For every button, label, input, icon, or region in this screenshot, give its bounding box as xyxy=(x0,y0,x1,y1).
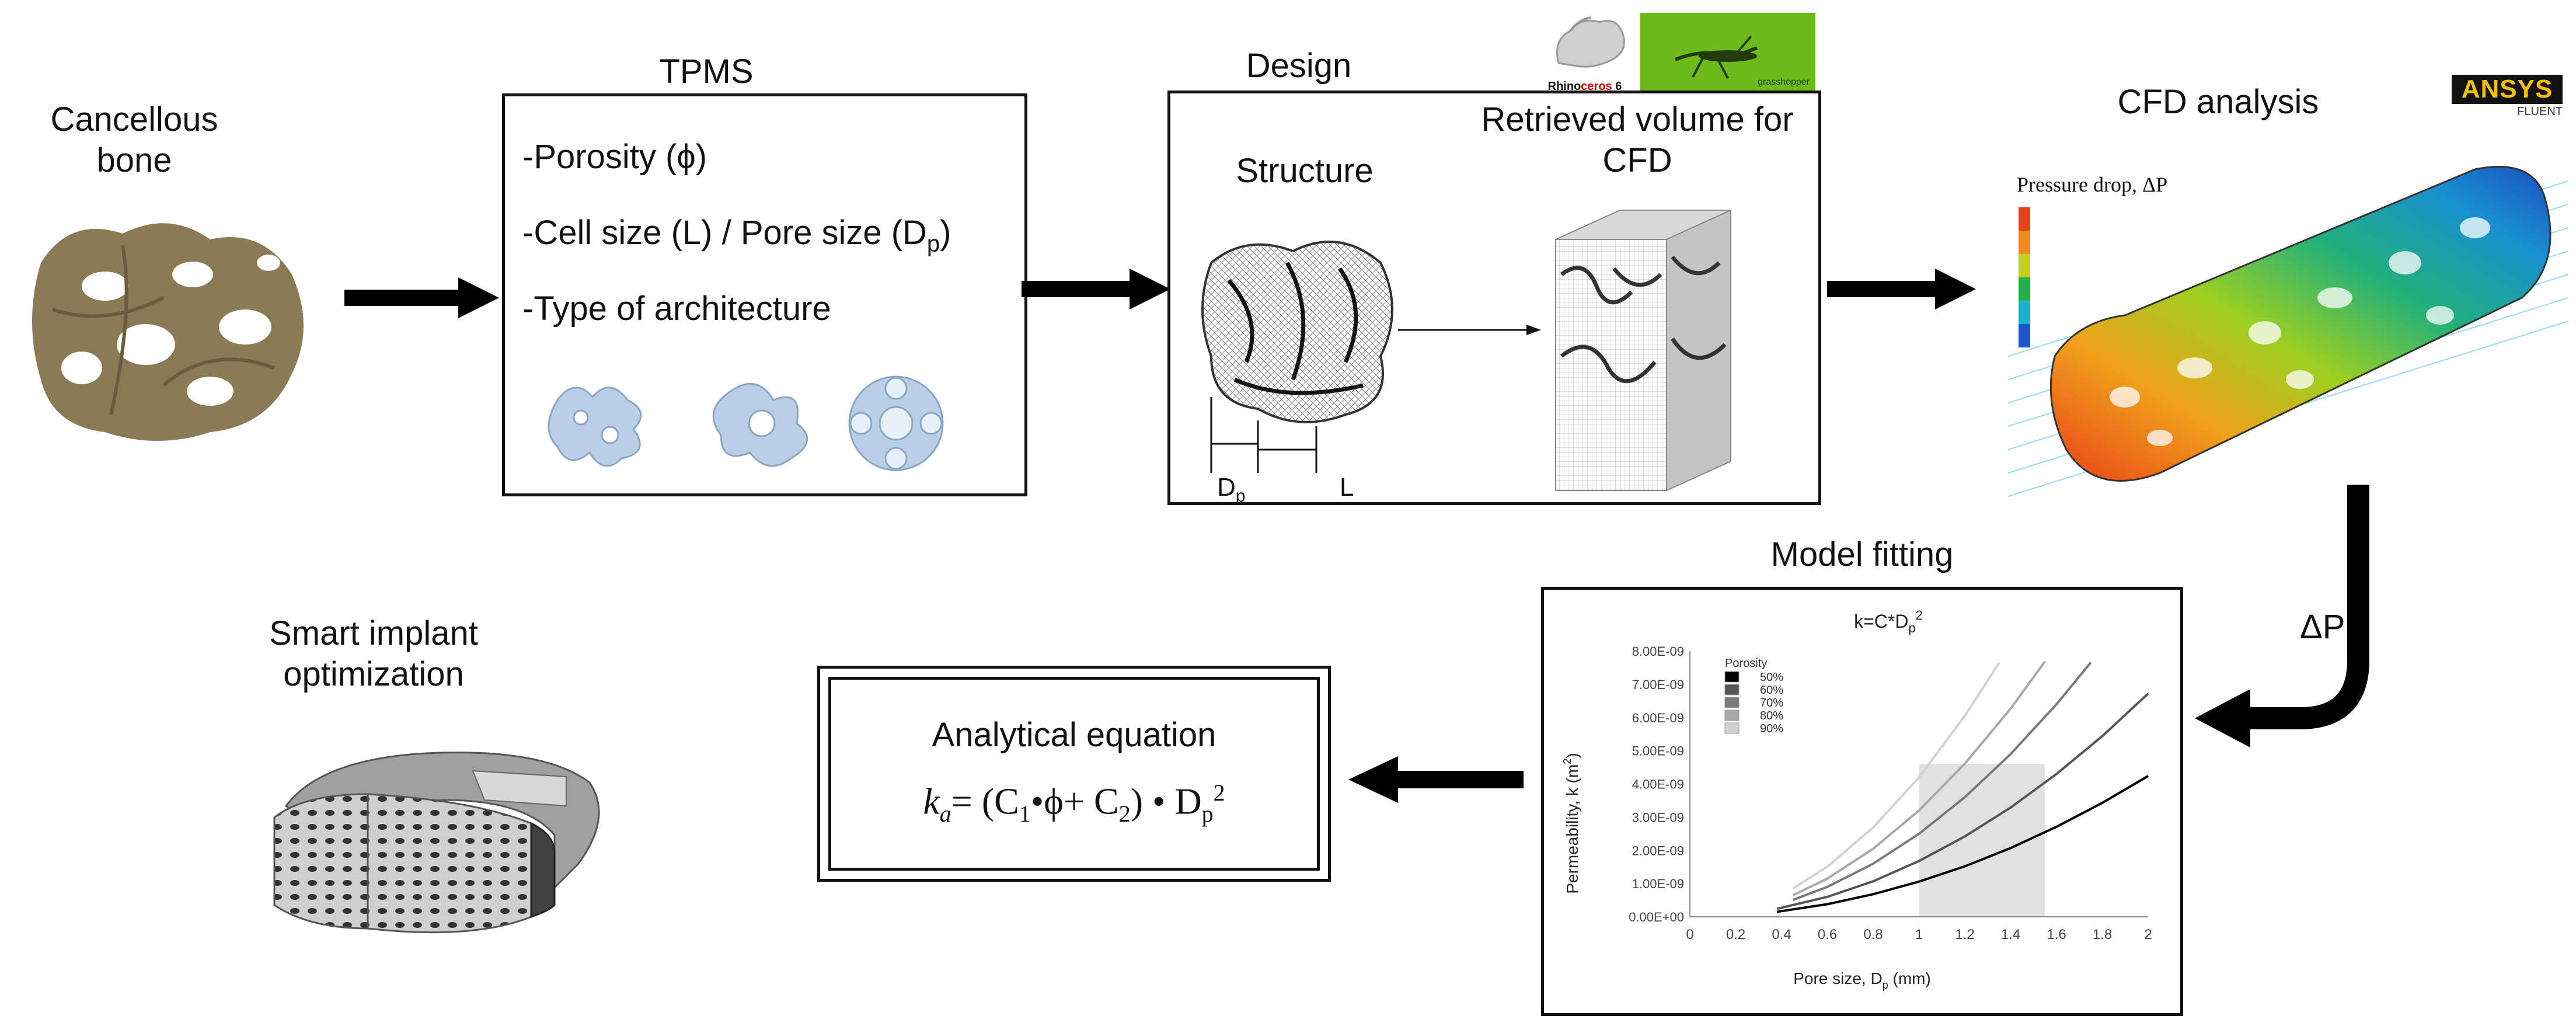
structure-mesh-image xyxy=(1201,241,1393,473)
design-title: Design xyxy=(1246,47,1352,85)
legend-title: Porosity xyxy=(1725,657,1767,670)
legend-swatch xyxy=(1724,684,1740,695)
tpms-cell-size: -Cell size (L) / Pore size (Dp) xyxy=(522,214,951,257)
cfd-flow-image xyxy=(2008,166,2568,497)
x-tick-label: 2 xyxy=(2144,927,2152,942)
model-fitting-box: k=C*Dp2 Permeability, k (m2) Pore size, … xyxy=(1541,587,2183,1016)
arrow-bone-to-tpms xyxy=(344,277,499,318)
y-tick-label: 2.00E-09 xyxy=(1632,843,1684,858)
x-tick-label: 0 xyxy=(1686,927,1693,942)
x-tick-label: 0.8 xyxy=(1863,927,1883,942)
design-retrieved-label: Retrieved volume for CFD xyxy=(1481,100,1794,179)
arrow-cfd-to-model xyxy=(2195,485,2369,747)
arrow-model-to-analytical xyxy=(1348,756,1524,803)
series-line-50pct xyxy=(1776,775,2149,913)
x-tick-label: 0.6 xyxy=(1818,927,1837,942)
grasshopper-icon xyxy=(1674,35,1758,79)
rhino-icon xyxy=(1556,16,1625,68)
x-tick-label: 1.8 xyxy=(2093,927,2112,942)
x-tick-label: 0.2 xyxy=(1726,927,1745,942)
legend-swatch xyxy=(1724,697,1740,708)
series-line-80pct xyxy=(1792,660,2046,896)
cancellous-bone-image xyxy=(32,223,304,441)
chart-title: k=C*Dp2 xyxy=(1854,608,1923,635)
y-tick-label: 4.00E-09 xyxy=(1632,777,1684,792)
legend-swatch xyxy=(1724,709,1740,721)
analytical-formula: ka= (C1•ϕ+ C2) • Dp2 xyxy=(923,780,1225,827)
x-tick-label: 0.4 xyxy=(1772,927,1791,942)
tpms-porosity: -Porosity (ϕ) xyxy=(522,138,707,176)
tpms-structures-image xyxy=(548,375,944,471)
pressure-colorbar xyxy=(2019,207,2030,347)
delta-p-label: ΔP xyxy=(2300,608,2345,646)
design-inner-arrow xyxy=(1398,325,1541,335)
x-tick-label: 1 xyxy=(1915,927,1923,942)
analytical-title: Analytical equation xyxy=(932,716,1216,754)
x-tick-label: 1.6 xyxy=(2047,927,2066,942)
ansys-logo: ANSYS FLUENT xyxy=(2452,75,2563,139)
svg-text:Permeability, k (m2): Permeability, k (m2) xyxy=(1561,753,1581,893)
analytical-equation-box: Analytical equation ka= (C1•ϕ+ C2) • Dp2 xyxy=(817,666,1331,882)
y-tick-label: 0.00E+00 xyxy=(1629,910,1684,924)
legend-label: 80% xyxy=(1760,709,1783,722)
dp-label: Dp xyxy=(1217,473,1246,506)
arrow-design-to-cfd xyxy=(1827,269,1976,309)
tpms-title: TPMS xyxy=(659,53,754,91)
arrow-tpms-to-design xyxy=(1022,269,1170,309)
y-tick-label: 1.00E-09 xyxy=(1632,877,1684,891)
y-tick-label: 7.00E-09 xyxy=(1632,677,1684,692)
legend-label: 90% xyxy=(1760,722,1783,735)
svg-text:k=C*Dp2: k=C*Dp2 xyxy=(1854,608,1923,635)
implant-image xyxy=(273,752,600,934)
legend-label: 50% xyxy=(1760,671,1783,684)
cfd-title: CFD analysis xyxy=(2117,83,2319,121)
x-tick-label: 1.2 xyxy=(1955,927,1974,942)
rhino-logo: Rhinoceros 6 xyxy=(1535,11,1634,98)
tpms-box: -Porosity (ϕ) -Cell size (L) / Pore size… xyxy=(502,93,1027,496)
series-line-90pct xyxy=(1792,662,2000,890)
design-box: Structure Retrieved volume for CFD Dp L xyxy=(1167,91,1821,506)
y-tick-label: 5.00E-09 xyxy=(1632,744,1684,759)
pressure-drop-label: Pressure drop, ΔP xyxy=(2017,173,2168,196)
legend-swatch xyxy=(1724,722,1740,734)
legend-swatch xyxy=(1724,671,1740,683)
legend-label: 60% xyxy=(1760,684,1783,697)
y-axis-label: Permeability, k (m2) xyxy=(1561,753,1581,893)
series-line-70pct xyxy=(1792,662,2092,901)
legend-label: 70% xyxy=(1760,697,1783,709)
y-tick-label: 3.00E-09 xyxy=(1632,810,1684,825)
l-label: L xyxy=(1340,473,1354,502)
series-line-60pct xyxy=(1776,693,2149,910)
model-fitting-title: Model fitting xyxy=(1770,535,1954,573)
x-tick-label: 1.4 xyxy=(2001,927,2020,942)
y-tick-label: 8.00E-09 xyxy=(1632,644,1684,659)
grasshopper-logo: grasshopper xyxy=(1640,13,1815,95)
x-axis-label: Pore size, Dp (mm) xyxy=(1793,969,1931,991)
svg-text:Pore size, Dp (mm): Pore size, Dp (mm) xyxy=(1793,969,1931,991)
permeability-chart: k=C*Dp2 Permeability, k (m2) Pore size, … xyxy=(1561,608,2152,991)
implant-label: Smart implant optimization xyxy=(269,614,478,693)
design-structure-label: Structure xyxy=(1236,152,1374,190)
y-tick-label: 6.00E-09 xyxy=(1632,711,1684,725)
tpms-architecture: -Type of architecture xyxy=(522,290,831,328)
retrieved-volume-image xyxy=(1555,209,1731,492)
bone-label: Cancellous bone xyxy=(50,100,218,179)
